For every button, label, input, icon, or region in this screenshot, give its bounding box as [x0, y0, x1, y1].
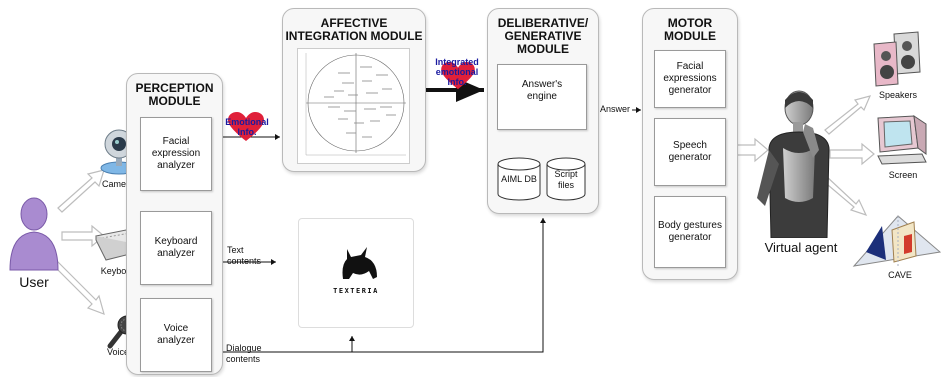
bull-logo-icon — [342, 247, 377, 279]
speech-generator: Speech generator — [654, 118, 726, 186]
integrated-heart-icon — [441, 62, 475, 90]
emotion-plot — [297, 48, 410, 164]
affective-title: AFFECTIVE INTEGRATION MODULE — [285, 16, 423, 43]
keyboard-analyzer: Keyboard analyzer — [140, 211, 212, 285]
facial-expressions-generator: Facial expressions generator — [654, 50, 726, 108]
keyboard-label: Keyboard — [100, 266, 140, 276]
cave-icon — [852, 215, 942, 267]
virtual-agent-figure — [757, 90, 830, 238]
text-contents-label: Text contents — [227, 245, 262, 266]
script-files-label: Script files — [554, 169, 578, 190]
user-icon — [9, 197, 59, 271]
cave-label: CAVE — [888, 270, 912, 280]
emotional-info-label: Emotional Info. — [225, 117, 269, 137]
perception-title: PERCEPTION MODULE — [135, 81, 214, 108]
deliberative-title: DELIBERATIVE/ GENERATIVE MODULE — [497, 16, 589, 56]
screen-icon — [877, 114, 927, 165]
answer-label: Answer — [599, 104, 630, 114]
motor-to-agent-arrow — [734, 137, 769, 163]
voice-label: Voice — [106, 347, 130, 357]
voice-analyzer: Voice analyzer — [140, 298, 212, 372]
script-files-cylinder — [546, 157, 586, 201]
answers-engine: Answer's engine — [497, 64, 587, 130]
dialogue-contents-label: Dialogue contents — [226, 343, 262, 364]
body-gestures-generator: Body gestures generator — [654, 196, 726, 268]
texteria-panel: TEXTERIA — [298, 218, 414, 328]
facial-expression-analyzer: Facial expression analyzer — [140, 117, 212, 191]
virtual-agent-label: Virtual agent — [764, 240, 838, 255]
screen-label: Screen — [888, 170, 918, 180]
integrated-info-label: Integrated emotional Info. — [435, 57, 479, 87]
texteria-logo: TEXTERIA — [333, 287, 379, 295]
emotional-heart-icon — [228, 112, 264, 141]
user-label: User — [19, 274, 49, 290]
aiml-db-cylinder — [497, 157, 541, 201]
camera-label: Camera — [101, 179, 134, 189]
speakers-label: Speakers — [878, 90, 918, 100]
motor-title: MOTOR MODULE — [664, 16, 716, 43]
emotion-plot-graphic — [305, 53, 406, 156]
speakers-icon — [873, 31, 921, 87]
dialogue-contents-arrow — [210, 218, 546, 353]
user-to-sensors-arrows — [53, 169, 105, 315]
aiml-db-label: AIML DB — [501, 174, 537, 184]
